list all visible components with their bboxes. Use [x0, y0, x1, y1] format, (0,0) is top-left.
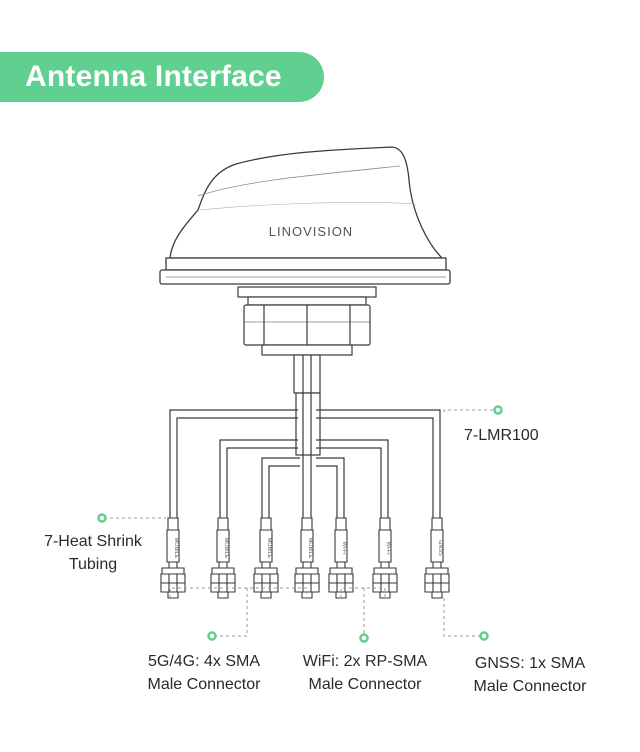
- connector-tag: Wi-Fi: [385, 542, 391, 555]
- connector-tag: MOBILE: [223, 538, 229, 559]
- antenna-base: [159, 257, 451, 285]
- header-banner: Antenna Interface: [0, 52, 324, 102]
- callout-wifi-label: WiFi: 2x RP-SMA Male Connector: [302, 653, 428, 693]
- connector-wifi-1: [328, 517, 354, 599]
- connector-tag: MOBILE: [173, 538, 179, 559]
- antenna-brand: LINOVISION: [269, 224, 353, 239]
- connector-mobile-2: [210, 517, 236, 599]
- connector-mobile-4: [294, 517, 320, 599]
- connectors: [160, 517, 450, 599]
- callout-heat-shrink-label: 7-Heat Shrink Tubing: [44, 533, 142, 573]
- cable-branches: [169, 409, 441, 520]
- connector-tag: GNSS: [437, 540, 443, 556]
- connector-mobile-3: [253, 517, 279, 599]
- callout-cellular-label: 5G/4G: 4x SMA Male Connector: [147, 653, 261, 693]
- callout-dots: [97, 405, 503, 643]
- page-title: Antenna Interface: [25, 60, 282, 93]
- cable-trunk: [293, 354, 321, 456]
- antenna-dome: [169, 146, 443, 259]
- connector-gnss: [424, 517, 450, 599]
- connector-tag: MOBILE: [266, 538, 272, 559]
- connector-tag: Wi-Fi: [341, 542, 347, 555]
- callout-gnss-label: GNSS: 1x SMA Male Connector: [473, 655, 587, 695]
- callout-leaders: [104, 409, 497, 637]
- connector-mobile-1: [160, 517, 186, 599]
- callout-cable-label: 7-LMR100: [464, 427, 539, 444]
- connector-tag: MOBILE: [307, 538, 313, 559]
- connector-wifi-2: [372, 517, 398, 599]
- mount-nut: [237, 286, 377, 356]
